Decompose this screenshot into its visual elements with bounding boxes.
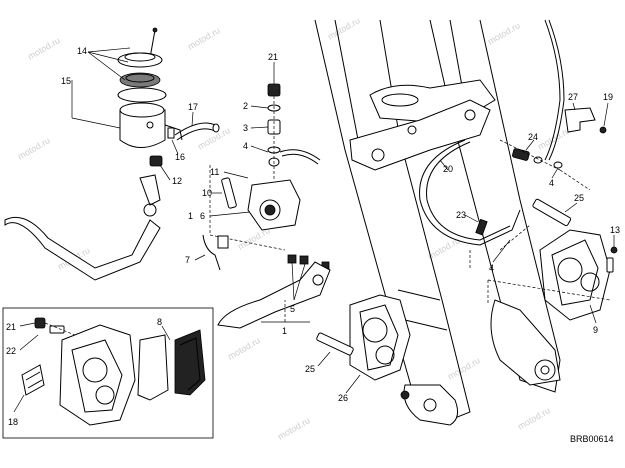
left-brake-caliper xyxy=(316,294,411,400)
watermark: motod.ru xyxy=(326,15,362,41)
front-brake-hose xyxy=(419,139,531,270)
callout-14: 14 xyxy=(77,46,87,56)
brake-fluid-reservoir-assembly xyxy=(4,27,220,281)
callout-13: 13 xyxy=(610,225,620,235)
callout-18: 18 xyxy=(8,417,18,427)
callout-21-inset: 21 xyxy=(6,322,16,332)
watermark: motod.ru xyxy=(226,335,262,361)
callout-27: 27 xyxy=(568,92,578,102)
callout-3: 3 xyxy=(243,123,248,133)
callout-21: 21 xyxy=(268,52,278,62)
callout-6: 6 xyxy=(200,211,205,221)
watermark: motod.ru xyxy=(276,415,312,441)
callout-1: 1 xyxy=(188,211,193,221)
callout-25-lower: 25 xyxy=(305,364,315,374)
callout-23: 23 xyxy=(456,210,466,220)
callout-9: 9 xyxy=(593,325,598,335)
watermark: motod.ru xyxy=(446,355,482,381)
callout-17: 17 xyxy=(188,102,198,112)
watermark: motod.ru xyxy=(186,25,222,51)
watermark: motod.ru xyxy=(516,405,552,431)
callout-20: 20 xyxy=(443,164,453,174)
right-brake-caliper xyxy=(487,198,618,324)
callout-7: 7 xyxy=(185,255,190,265)
callout-labels: 14 15 17 16 12 21 2 3 4 11 10 1 6 7 5 1 … xyxy=(6,46,620,427)
callout-4: 4 xyxy=(243,141,248,151)
callout-19: 19 xyxy=(603,92,613,102)
callout-26: 26 xyxy=(338,393,348,403)
front-fork xyxy=(314,19,561,426)
callout-15: 15 xyxy=(61,76,71,86)
callout-16: 16 xyxy=(175,152,185,162)
callout-5: 5 xyxy=(290,304,295,314)
callout-12: 12 xyxy=(172,176,182,186)
inset-caliper-detail xyxy=(2,307,214,439)
callout-1-lower: 1 xyxy=(282,326,287,336)
watermark: motod.ru xyxy=(16,135,52,161)
callout-8: 8 xyxy=(157,317,162,327)
callout-22: 22 xyxy=(6,346,16,356)
watermark: motod.ru xyxy=(26,35,62,61)
callout-24: 24 xyxy=(528,132,538,142)
speed-sensor-bracket-assembly xyxy=(499,19,609,191)
callout-11: 11 xyxy=(210,167,219,177)
callout-4-mid: 4 xyxy=(489,263,494,273)
callout-10: 10 xyxy=(202,188,212,198)
diagram-code: BRB00614 xyxy=(570,434,614,444)
callout-25: 25 xyxy=(574,193,584,203)
front-master-cylinder-assembly xyxy=(194,62,331,329)
callout-4-right: 4 xyxy=(549,178,554,188)
callout-2: 2 xyxy=(243,101,248,111)
watermark: motod.ru xyxy=(486,20,522,46)
